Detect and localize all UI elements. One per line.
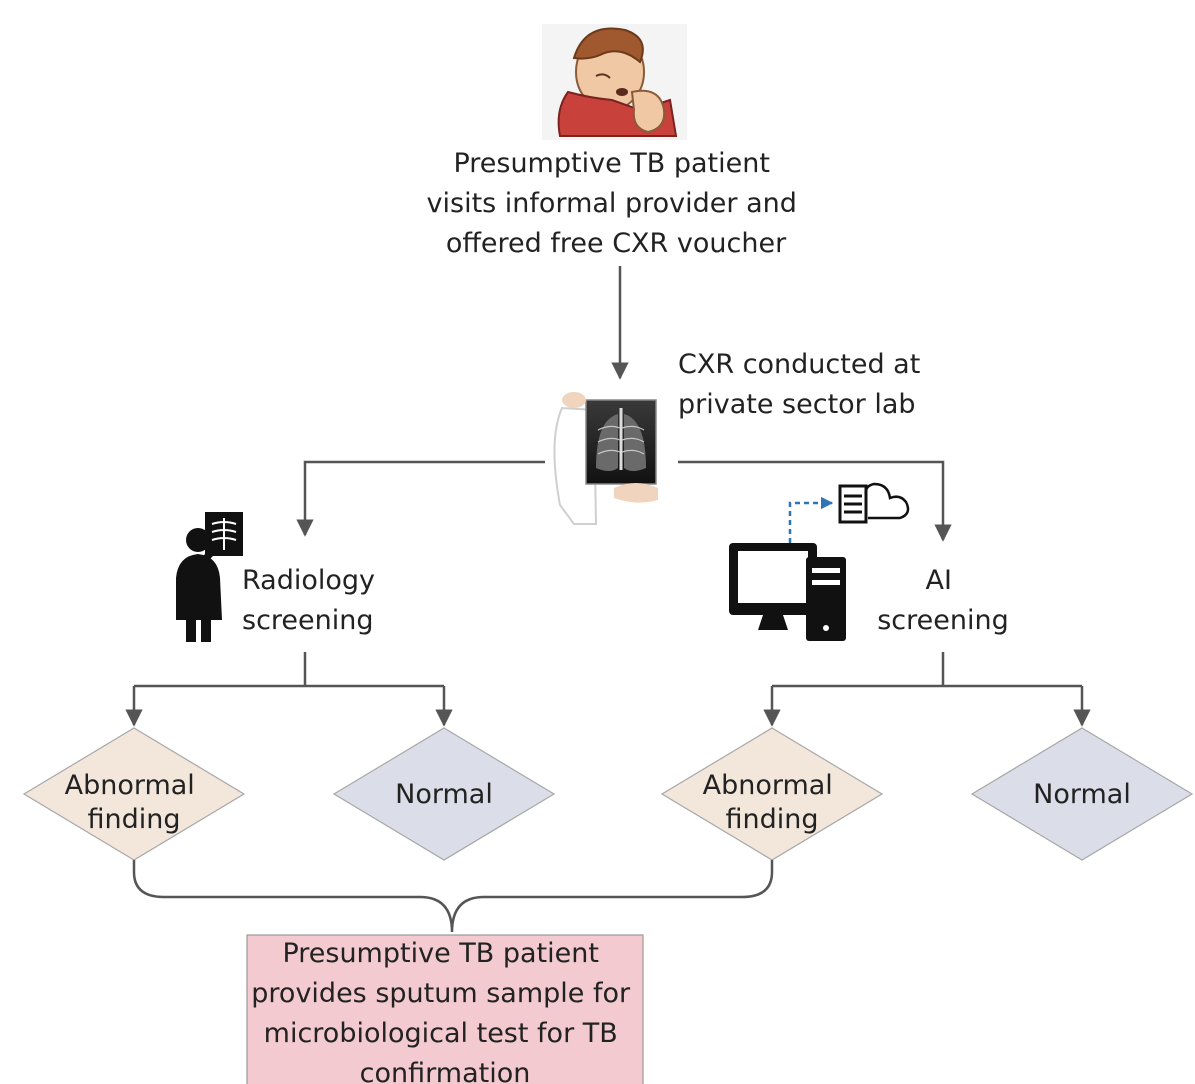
ai-text-line-1: AI [925,565,951,596]
patient-text-line-3: offered free CXR voucher [446,228,787,259]
chest-xray-icon [553,392,658,525]
coughing-patient-icon [542,24,687,140]
patient-text-line-2: visits informal provider and [427,188,797,219]
confirmation-box [246,934,644,1084]
cxr-text-line-2: private sector lab [678,389,916,420]
ai-text-line-2: screening [877,605,1009,636]
arrow-cxr-to-ai [678,460,952,542]
ai-normal-label: Normal [1033,779,1131,810]
ai-abnormal-line-1: Abnormal [703,770,833,801]
computer-cloud-icon [729,482,910,641]
radiology-abnormal-line-1: Abnormal [65,770,195,801]
radiology-normal-diamond [332,727,556,861]
confirmation-line-1: Presumptive TB patient [282,938,599,969]
cxr-text-line-1: CXR conducted at [678,349,920,380]
radiology-text-line-1: Radiology [242,565,375,596]
ai-text: AI screening [877,565,1009,636]
ai-abnormal-label: Abnormal finding [703,770,842,835]
patient-text: Presumptive TB patient visits informal p… [427,148,806,259]
cxr-text: CXR conducted at private sector lab [678,349,929,420]
radiology-text: Radiology screening [242,565,384,636]
ai-abnormal-line-2: finding [725,804,818,835]
radiology-abnormal-line-2: finding [87,804,180,835]
radiology-text-line-2: screening [242,605,374,636]
radiology-normal-label: Normal [395,779,493,810]
radiology-abnormal-label: Abnormal finding [65,770,204,835]
confirmation-line-4: confirmation [360,1058,531,1084]
ai-normal-diamond [970,727,1194,861]
patient-text-line-1: Presumptive TB patient [453,148,770,179]
confirmation-line-3: microbiological test for TB [264,1018,618,1049]
radiologist-icon [176,512,243,642]
confirmation-line-2: provides sputum sample for [251,978,631,1009]
arrow-cxr-to-radiology [296,460,545,537]
merge-brace [132,860,774,933]
confirmation-text: Presumptive TB patient provides sputum s… [251,938,638,1084]
